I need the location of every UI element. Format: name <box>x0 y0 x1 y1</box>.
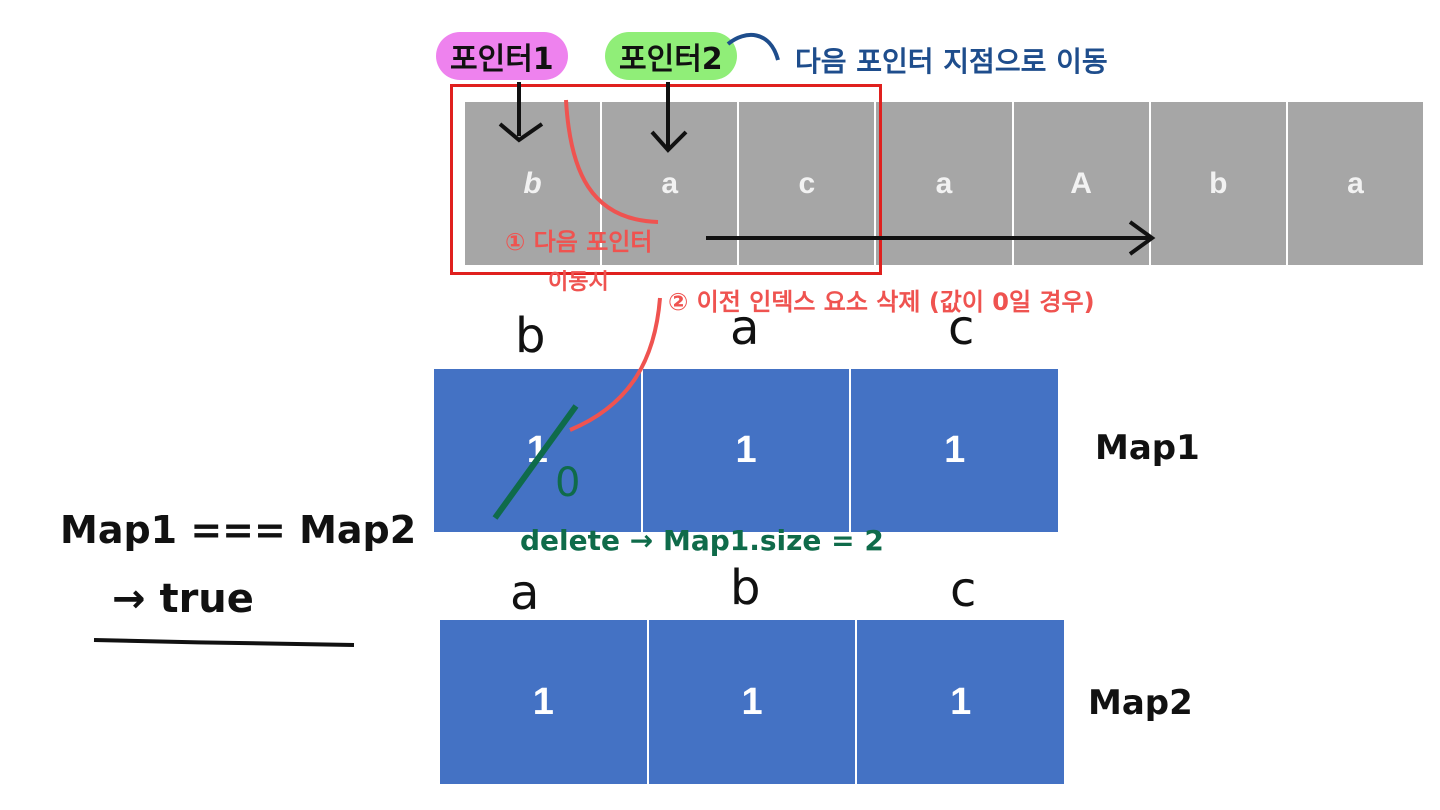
step2-note: ② 이전 인덱스 요소 삭제 (값이 0일 경우) <box>668 288 1095 316</box>
map1-key: c <box>948 300 975 356</box>
result-underline <box>93 638 355 647</box>
map2-label: Map2 <box>1088 683 1193 723</box>
map2-value: 1 <box>857 620 1065 784</box>
map2-table: 1 1 1 <box>440 620 1065 784</box>
strip-cell: b <box>1150 102 1286 265</box>
zero-value-note: 0 <box>555 460 581 506</box>
map1-value: 1 <box>851 369 1059 532</box>
pointer2-arrowhead <box>650 130 688 153</box>
step1-note-line2: 이동시 <box>548 270 609 295</box>
pointer1-label: 포인터1 <box>436 32 568 80</box>
map1-label: Map1 <box>1095 428 1200 468</box>
map2-key: a <box>510 565 540 621</box>
map2-key: c <box>950 562 977 618</box>
next-move-arc <box>726 33 780 61</box>
map1-key: a <box>730 300 760 356</box>
step2-curve <box>569 297 662 432</box>
map1-value: 1 <box>434 369 641 532</box>
map2-value: 1 <box>440 620 647 784</box>
map2-key: b <box>730 560 761 616</box>
map1-key: b <box>515 308 546 364</box>
map2-value: 1 <box>648 620 856 784</box>
strip-cell: a <box>1287 102 1423 265</box>
result-note: → true <box>112 576 254 622</box>
equality-note: Map1 === Map2 <box>60 508 417 552</box>
step1-note: ① 다음 포인터 <box>505 228 653 256</box>
pointer2-label: 포인터2 <box>605 32 737 80</box>
next-pointer-move-note: 다음 포인터 지점으로 이동 <box>795 45 1108 78</box>
map1-table: 1 1 1 <box>434 369 1059 532</box>
window-move-arrowhead <box>1128 220 1156 256</box>
delete-note: delete → Map1.size = 2 <box>520 524 884 557</box>
pointer1-arrowhead <box>498 122 544 143</box>
strike-line <box>492 404 579 520</box>
step1-curve <box>564 99 659 224</box>
map1-value: 1 <box>642 369 850 532</box>
